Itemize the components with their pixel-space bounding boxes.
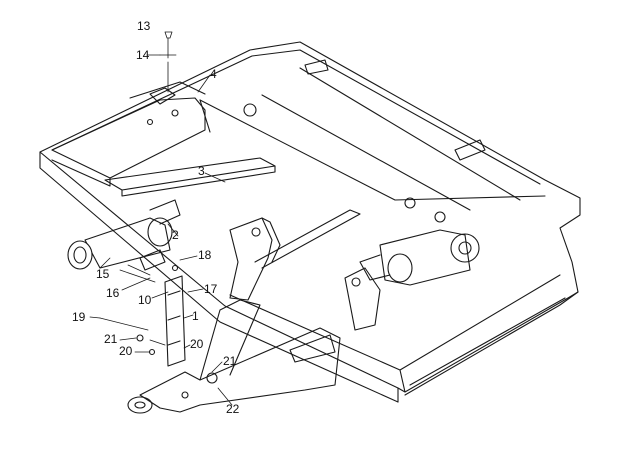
callout-1: 1: [192, 309, 199, 323]
hitch-tongue: [127, 299, 341, 414]
front-cover: [51, 81, 206, 187]
cross-beam: [104, 59, 486, 223]
callout-22: 22: [226, 402, 240, 416]
callout-17: 17: [204, 282, 218, 296]
callout-19: 19: [72, 310, 86, 324]
callout-3: 3: [198, 164, 205, 178]
callout-16: 16: [106, 286, 120, 300]
callout-21-left: 21: [104, 332, 118, 346]
fasteners: [99, 31, 177, 356]
callout-2: 2: [172, 228, 179, 242]
callout-14: 14: [136, 48, 150, 62]
callout-20-left: 20: [119, 344, 133, 358]
callout-10: 10: [138, 293, 152, 307]
mount-plate: [164, 264, 186, 367]
callout-20-right: 20: [190, 337, 204, 351]
callout-15: 15: [96, 267, 110, 281]
driveshaft: [67, 199, 181, 271]
a-frame: [229, 209, 381, 331]
callout-18: 18: [198, 248, 212, 262]
callout-4: 4: [210, 67, 217, 81]
leader-lines: [89, 54, 233, 406]
callout-21-right: 21: [223, 354, 237, 368]
gearbox: [359, 229, 480, 286]
callout-13: 13: [137, 19, 151, 33]
